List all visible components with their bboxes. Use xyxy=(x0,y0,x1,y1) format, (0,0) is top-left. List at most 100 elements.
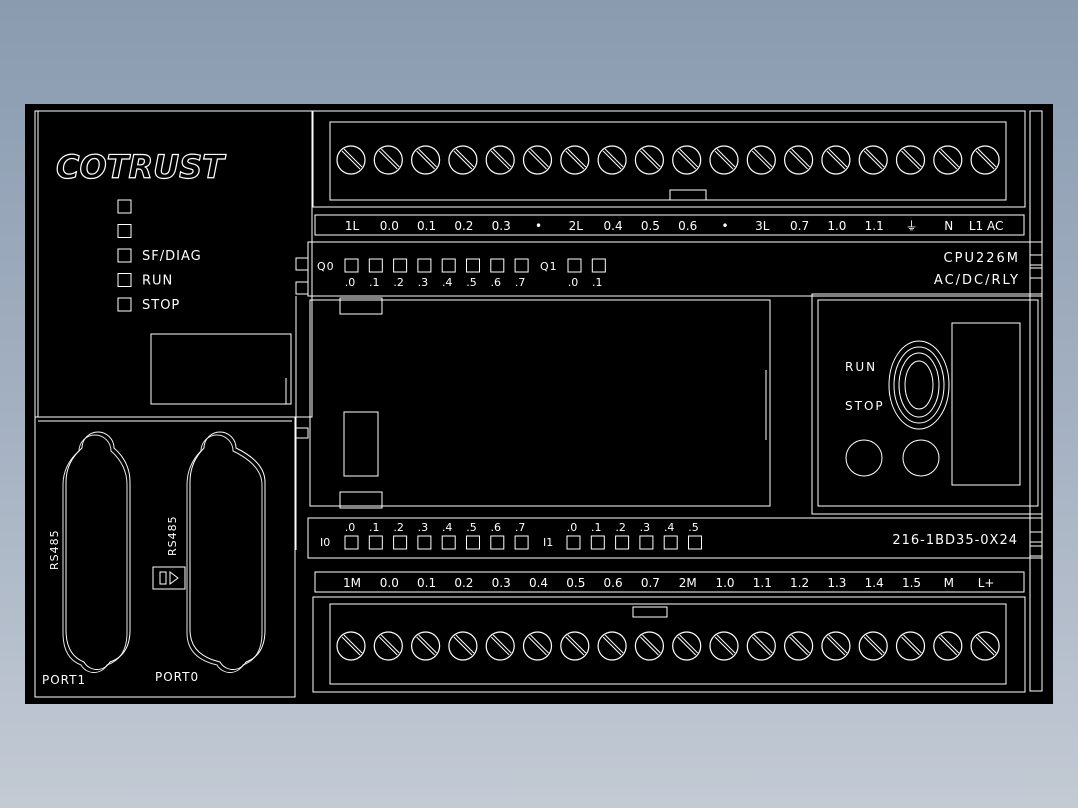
expansion-cover xyxy=(309,299,771,507)
bottom-terminal-label: 0.3 xyxy=(492,576,511,590)
q0-led-label: .0 xyxy=(345,276,356,289)
status-led-label: STOP xyxy=(142,298,180,313)
bottom-terminal-label: L+ xyxy=(978,576,995,590)
screw-terminal-icon xyxy=(821,145,851,175)
q0-led-label: .1 xyxy=(369,276,380,289)
screw-terminal-icon xyxy=(634,145,665,175)
i0-led-label: .3 xyxy=(418,521,429,534)
q0-led-label: .4 xyxy=(442,276,453,289)
q0-led xyxy=(417,258,432,273)
screw-terminal-icon xyxy=(709,145,739,175)
i1-led xyxy=(615,535,630,550)
screw-terminal-icon xyxy=(336,145,366,175)
bottom-terminal-label: 1.3 xyxy=(827,576,846,590)
top-terminal-label: 1.0 xyxy=(827,219,846,233)
i1-led-label: .1 xyxy=(591,521,602,534)
status-led-label: RUN xyxy=(142,274,173,289)
i1-label: I1 xyxy=(543,536,553,549)
bottom-terminal-label: 0.1 xyxy=(417,576,436,590)
screw-terminal-icon xyxy=(597,145,627,175)
screw-terminal-icon xyxy=(970,631,1000,661)
panel-knob-right xyxy=(902,439,940,477)
top-terminal-label: 3L xyxy=(755,219,770,233)
port0-protocol: RS485 xyxy=(166,515,179,556)
i0-led-label: .1 xyxy=(369,521,380,534)
i0-led-label: .0 xyxy=(345,521,356,534)
i1-led-label: .5 xyxy=(688,521,699,534)
top-terminal-label: 0.0 xyxy=(380,219,399,233)
model-type-label: AC/DC/RLY xyxy=(934,273,1020,288)
bottom-terminal-label: 0.7 xyxy=(641,576,660,590)
top-terminal-label: ⏚ xyxy=(905,219,917,233)
screw-terminal-icon xyxy=(858,145,888,175)
q0-led xyxy=(393,258,408,273)
bottom-terminal-label: 0.6 xyxy=(604,576,623,590)
left-lower-panel xyxy=(34,416,296,698)
status-led xyxy=(117,273,132,287)
screw-terminal-icon xyxy=(783,631,814,661)
i0-led xyxy=(514,535,529,550)
port1-name: PORT1 xyxy=(42,673,86,687)
screw-terminal-icon xyxy=(597,631,627,661)
screw-terminal-icon xyxy=(373,145,403,175)
top-terminal-label: L1 AC xyxy=(969,219,1004,233)
screw-terminal-icon xyxy=(970,145,1000,175)
lower-label-strip xyxy=(314,571,1025,593)
screw-terminal-icon xyxy=(746,631,776,661)
i0-led-label: .7 xyxy=(515,521,526,534)
i0-led xyxy=(417,535,432,550)
bottom-terminal-label: 0.2 xyxy=(454,576,473,590)
bottom-terminal-label: 0.5 xyxy=(566,576,585,590)
bottom-terminal-label: 0.0 xyxy=(380,576,399,590)
i0-led-label: .4 xyxy=(442,521,453,534)
top-terminal-label: 0.7 xyxy=(790,219,809,233)
i1-led-label: .0 xyxy=(567,521,578,534)
screw-terminal-icon xyxy=(522,631,553,661)
screw-terminal-icon xyxy=(746,145,776,175)
run-label: RUN xyxy=(845,360,877,374)
top-terminal-label: 0.1 xyxy=(417,219,436,233)
upper-terminal-block xyxy=(312,110,1026,208)
bottom-terminal-label: 1.4 xyxy=(865,576,884,590)
q0-led xyxy=(344,258,359,273)
screw-terminal-icon xyxy=(411,631,441,661)
i1-led xyxy=(566,535,581,550)
brand-logo: COTRUST xyxy=(56,148,226,186)
left-label-window xyxy=(150,333,292,405)
screw-terminal-icon xyxy=(783,145,814,175)
status-led xyxy=(117,248,132,263)
i1-led-label: .4 xyxy=(664,521,675,534)
screw-terminal-icon xyxy=(933,631,963,661)
model-label: CPU226M xyxy=(944,251,1020,266)
top-terminal-label: 0.4 xyxy=(604,219,623,233)
q0-led xyxy=(466,258,480,273)
q0-led-label: .3 xyxy=(418,276,429,289)
part-number: 216-1BD35-0X24 xyxy=(892,533,1018,548)
q0-led xyxy=(441,258,456,273)
port0-name: PORT0 xyxy=(155,670,199,684)
bottom-terminal-label: 0.4 xyxy=(529,576,548,590)
top-terminal-label: 0.2 xyxy=(454,219,473,233)
top-terminal-label: 0.3 xyxy=(492,219,511,233)
status-led-label: SF/DIAG xyxy=(142,249,202,264)
upper-label-strip xyxy=(314,214,1025,236)
i0-led xyxy=(441,535,456,550)
i0-label: I0 xyxy=(320,536,330,549)
stop-label: STOP xyxy=(845,399,885,413)
i1-led xyxy=(688,535,702,550)
screw-terminal-icon xyxy=(411,145,441,175)
port-direction-icon xyxy=(152,566,186,590)
status-led xyxy=(117,199,132,214)
i0-led xyxy=(368,535,383,550)
bottom-terminal-label: 1M xyxy=(343,576,361,590)
lower-terminal-block xyxy=(312,596,1026,693)
bottom-terminal-label: M xyxy=(944,576,954,590)
top-terminal-label: 1.1 xyxy=(865,219,884,233)
cover-tab xyxy=(343,411,379,477)
i0-led xyxy=(466,535,480,550)
screw-terminal-icon xyxy=(448,631,478,661)
screw-terminal-icon xyxy=(895,631,926,661)
q0-led xyxy=(368,258,383,273)
port1-protocol: RS485 xyxy=(48,529,61,570)
